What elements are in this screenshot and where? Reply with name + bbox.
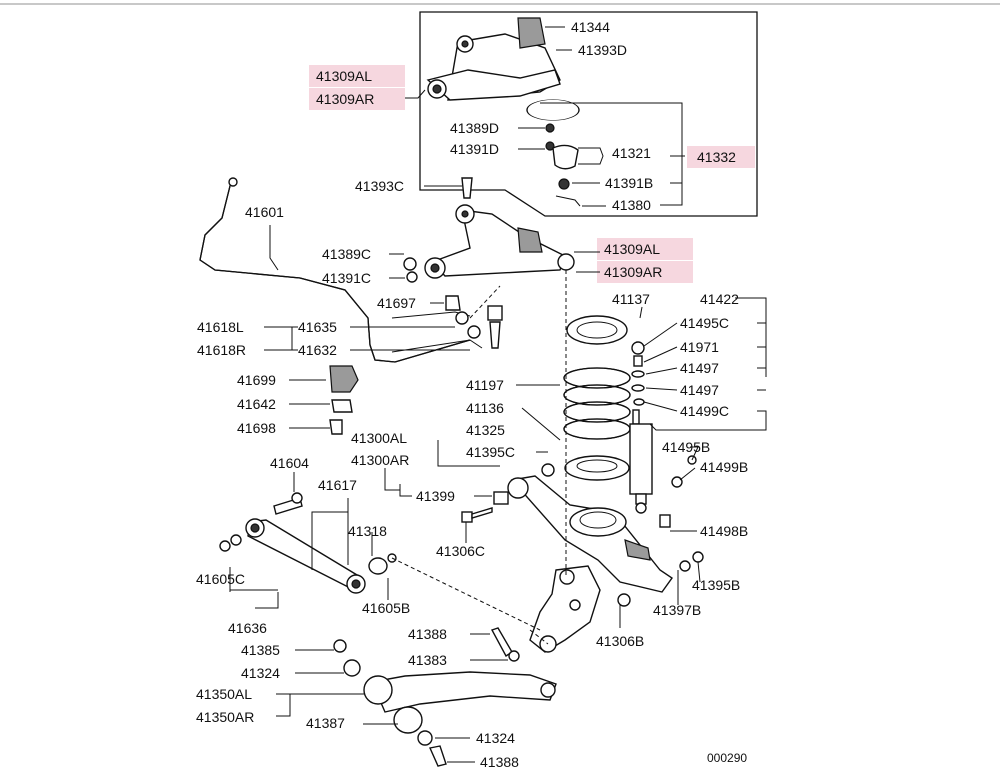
diagram-code: 000290 [707,751,747,765]
label-41309AL-top[interactable]: 41309AL [316,68,372,84]
coil-spring-part [563,315,631,481]
label-41399[interactable]: 41399 [416,488,455,504]
label-41601[interactable]: 41601 [245,204,284,220]
stabilizer-bar-part [199,177,471,363]
label-41300AL[interactable]: 41300AL [351,430,407,446]
dashed-guide-3 [391,557,541,631]
label-41393C[interactable]: 41393C [355,178,404,194]
label-41397B[interactable]: 41397B [653,602,701,618]
label-41698[interactable]: 41698 [237,420,276,436]
label-41604[interactable]: 41604 [270,455,309,471]
label-41697[interactable]: 41697 [377,295,416,311]
label-41324-top[interactable]: 41324 [241,665,280,681]
label-41325[interactable]: 41325 [466,422,505,438]
label-41387[interactable]: 41387 [306,715,345,731]
label-41321[interactable]: 41321 [612,145,651,161]
label-41395C[interactable]: 41395C [466,444,515,460]
label-41350AL[interactable]: 41350AL [196,686,252,702]
shock-absorber-part [629,341,653,514]
label-41495B[interactable]: 41495B [662,439,710,455]
label-41617[interactable]: 41617 [318,477,357,493]
lower-arm-part [493,463,673,593]
label-41309AL-mid[interactable]: 41309AL [604,241,660,257]
leader-lines [229,26,767,763]
highlight-41309AL-mid [597,238,693,260]
label-41137[interactable]: 41137 [612,291,650,307]
label-41324-bottom[interactable]: 41324 [476,730,515,746]
part-number-labels: 41344 41393D 41309AL 41309AR 41389D 4139… [196,19,748,770]
lateral-link-part [219,492,397,594]
label-41383[interactable]: 41383 [408,652,447,668]
label-41642[interactable]: 41642 [237,396,276,412]
label-41344[interactable]: 41344 [571,19,610,35]
label-41497-a[interactable]: 41497 [680,360,719,376]
label-41618R[interactable]: 41618R [197,342,246,358]
highlight-41309AL-top [309,65,405,87]
highlight-41332 [687,146,755,168]
misc-bolts [461,455,704,607]
label-41389D[interactable]: 41389D [450,120,499,136]
label-41385[interactable]: 41385 [241,642,280,658]
label-41605B[interactable]: 41605B [362,600,410,616]
label-41393D[interactable]: 41393D [578,42,627,58]
label-41309AR-top[interactable]: 41309AR [316,91,374,107]
label-41318[interactable]: 41318 [348,523,387,539]
upper-arm-part [424,177,575,279]
label-41699[interactable]: 41699 [237,372,276,388]
label-41306B[interactable]: 41306B [596,633,644,649]
label-41636[interactable]: 41636 [228,620,267,636]
label-41391B[interactable]: 41391B [605,175,653,191]
label-41300AR[interactable]: 41300AR [351,452,409,468]
label-41197[interactable]: 41197 [466,377,504,393]
label-41605C[interactable]: 41605C [196,571,245,587]
upper-arm-inset-box [419,11,758,217]
label-41306C[interactable]: 41306C [436,543,485,559]
label-41495C[interactable]: 41495C [680,315,729,331]
dashed-guide-4 [529,629,549,645]
label-41499B[interactable]: 41499B [700,459,748,475]
label-41971[interactable]: 41971 [680,339,719,355]
label-41391D[interactable]: 41391D [450,141,499,157]
label-41422[interactable]: 41422 [700,291,739,307]
label-41391C[interactable]: 41391C [322,270,371,286]
label-41499C[interactable]: 41499C [680,403,729,419]
label-41618L[interactable]: 41618L [197,319,244,335]
knuckle-part [529,565,601,653]
dashed-guide-1 [469,285,501,319]
label-41350AR[interactable]: 41350AR [196,709,254,725]
label-41635[interactable]: 41635 [298,319,337,335]
upper-arm-inset-part [426,17,581,207]
label-41136[interactable]: 41136 [466,400,504,416]
highlight-41309AR-mid [597,261,693,283]
label-41389C[interactable]: 41389C [322,246,371,262]
stabilizer-fittings [329,257,503,435]
label-41498B[interactable]: 41498B [700,523,748,539]
highlight-41309AR-top [309,88,405,110]
label-41632[interactable]: 41632 [298,342,337,358]
trailing-arm-part [333,627,557,767]
label-41388-top[interactable]: 41388 [408,626,447,642]
label-41380[interactable]: 41380 [612,197,651,213]
label-41497-b[interactable]: 41497 [680,382,719,398]
label-41332[interactable]: 41332 [697,149,736,165]
label-41395B[interactable]: 41395B [692,577,740,593]
label-41309AR-mid[interactable]: 41309AR [604,264,662,280]
label-41388-bottom[interactable]: 41388 [480,754,519,770]
